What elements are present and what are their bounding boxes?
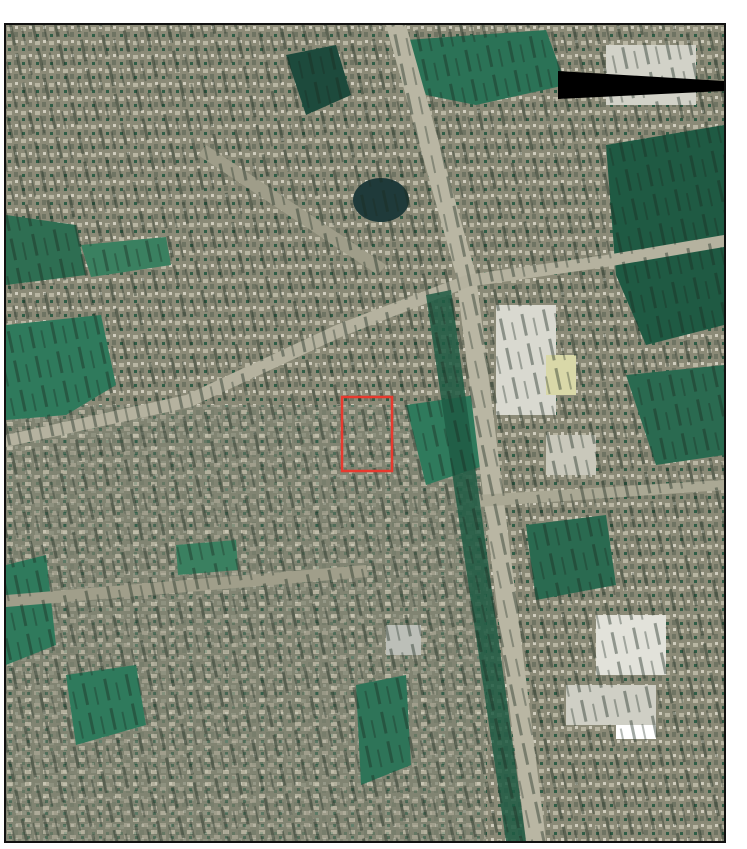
pointer-arrow-icon [558,71,724,99]
aerial-photo [4,23,726,843]
highlight-box [340,395,394,473]
aerial-map-svg [6,25,724,841]
texture-overlay [6,25,724,841]
